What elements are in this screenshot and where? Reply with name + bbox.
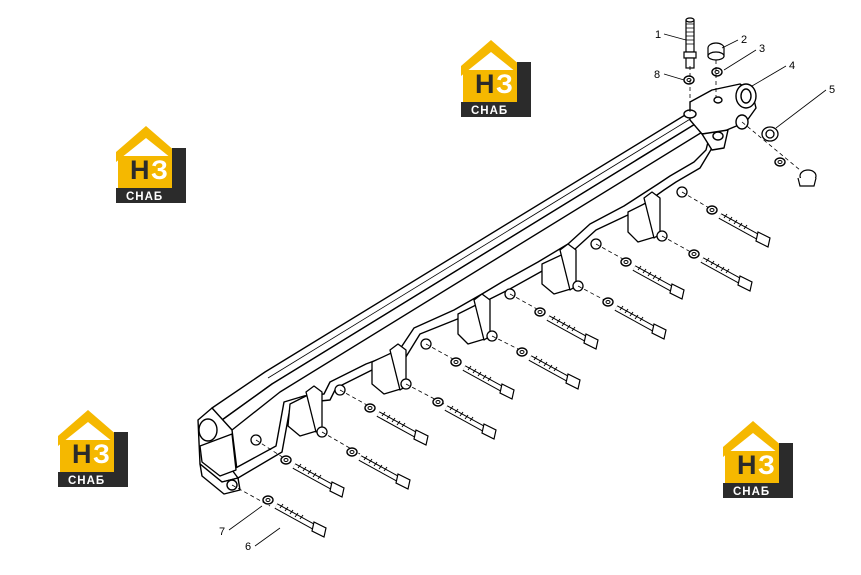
brand-logo-lower-right: Н З СНАБ <box>723 421 793 498</box>
part-8-washer <box>683 75 695 85</box>
part-2-plug <box>707 42 725 61</box>
part-1-fitting <box>683 17 697 69</box>
part-5-ring <box>761 126 779 142</box>
logo-text: СНАБ <box>471 105 508 117</box>
brand-logo-lower-left: Н З СНАБ <box>58 410 128 487</box>
manifold-outlet-housing <box>683 83 757 151</box>
logo-letter-z: З <box>758 450 775 480</box>
outlet-plug <box>797 169 817 187</box>
logo-letter-z: З <box>93 439 110 469</box>
manifold-body <box>197 107 713 495</box>
callout-labels: 1 2 3 4 5 6 7 8 <box>219 29 835 553</box>
logo-letter-h: Н <box>130 155 150 185</box>
callout-1: 1 <box>655 29 661 41</box>
logo-text: СНАБ <box>68 475 105 487</box>
outlet-washer <box>774 157 786 167</box>
callout-3: 3 <box>759 43 765 55</box>
part-6-bolt <box>276 504 326 537</box>
callout-6: 6 <box>245 541 251 553</box>
callout-8: 8 <box>654 69 660 81</box>
logo-letter-h: Н <box>475 69 495 99</box>
logo-letter-h: Н <box>72 439 92 469</box>
callout-leaders <box>228 33 827 547</box>
logo-letter-z: З <box>151 155 168 185</box>
callout-2: 2 <box>741 34 747 46</box>
callout-5: 5 <box>829 84 835 96</box>
logo-text: СНАБ <box>733 486 770 498</box>
brand-logo-upper-left: Н З СНАБ <box>116 126 186 203</box>
logo-text: СНАБ <box>126 191 163 203</box>
callout-7: 7 <box>219 526 225 538</box>
bolts-and-washers <box>262 205 770 537</box>
logo-letter-z: З <box>496 69 513 99</box>
brand-logo-top: Н З СНАБ <box>461 40 531 117</box>
part-3-washer <box>711 67 723 77</box>
port-flanges <box>199 186 688 477</box>
logo-letter-h: Н <box>737 450 757 480</box>
callout-4: 4 <box>789 60 795 72</box>
